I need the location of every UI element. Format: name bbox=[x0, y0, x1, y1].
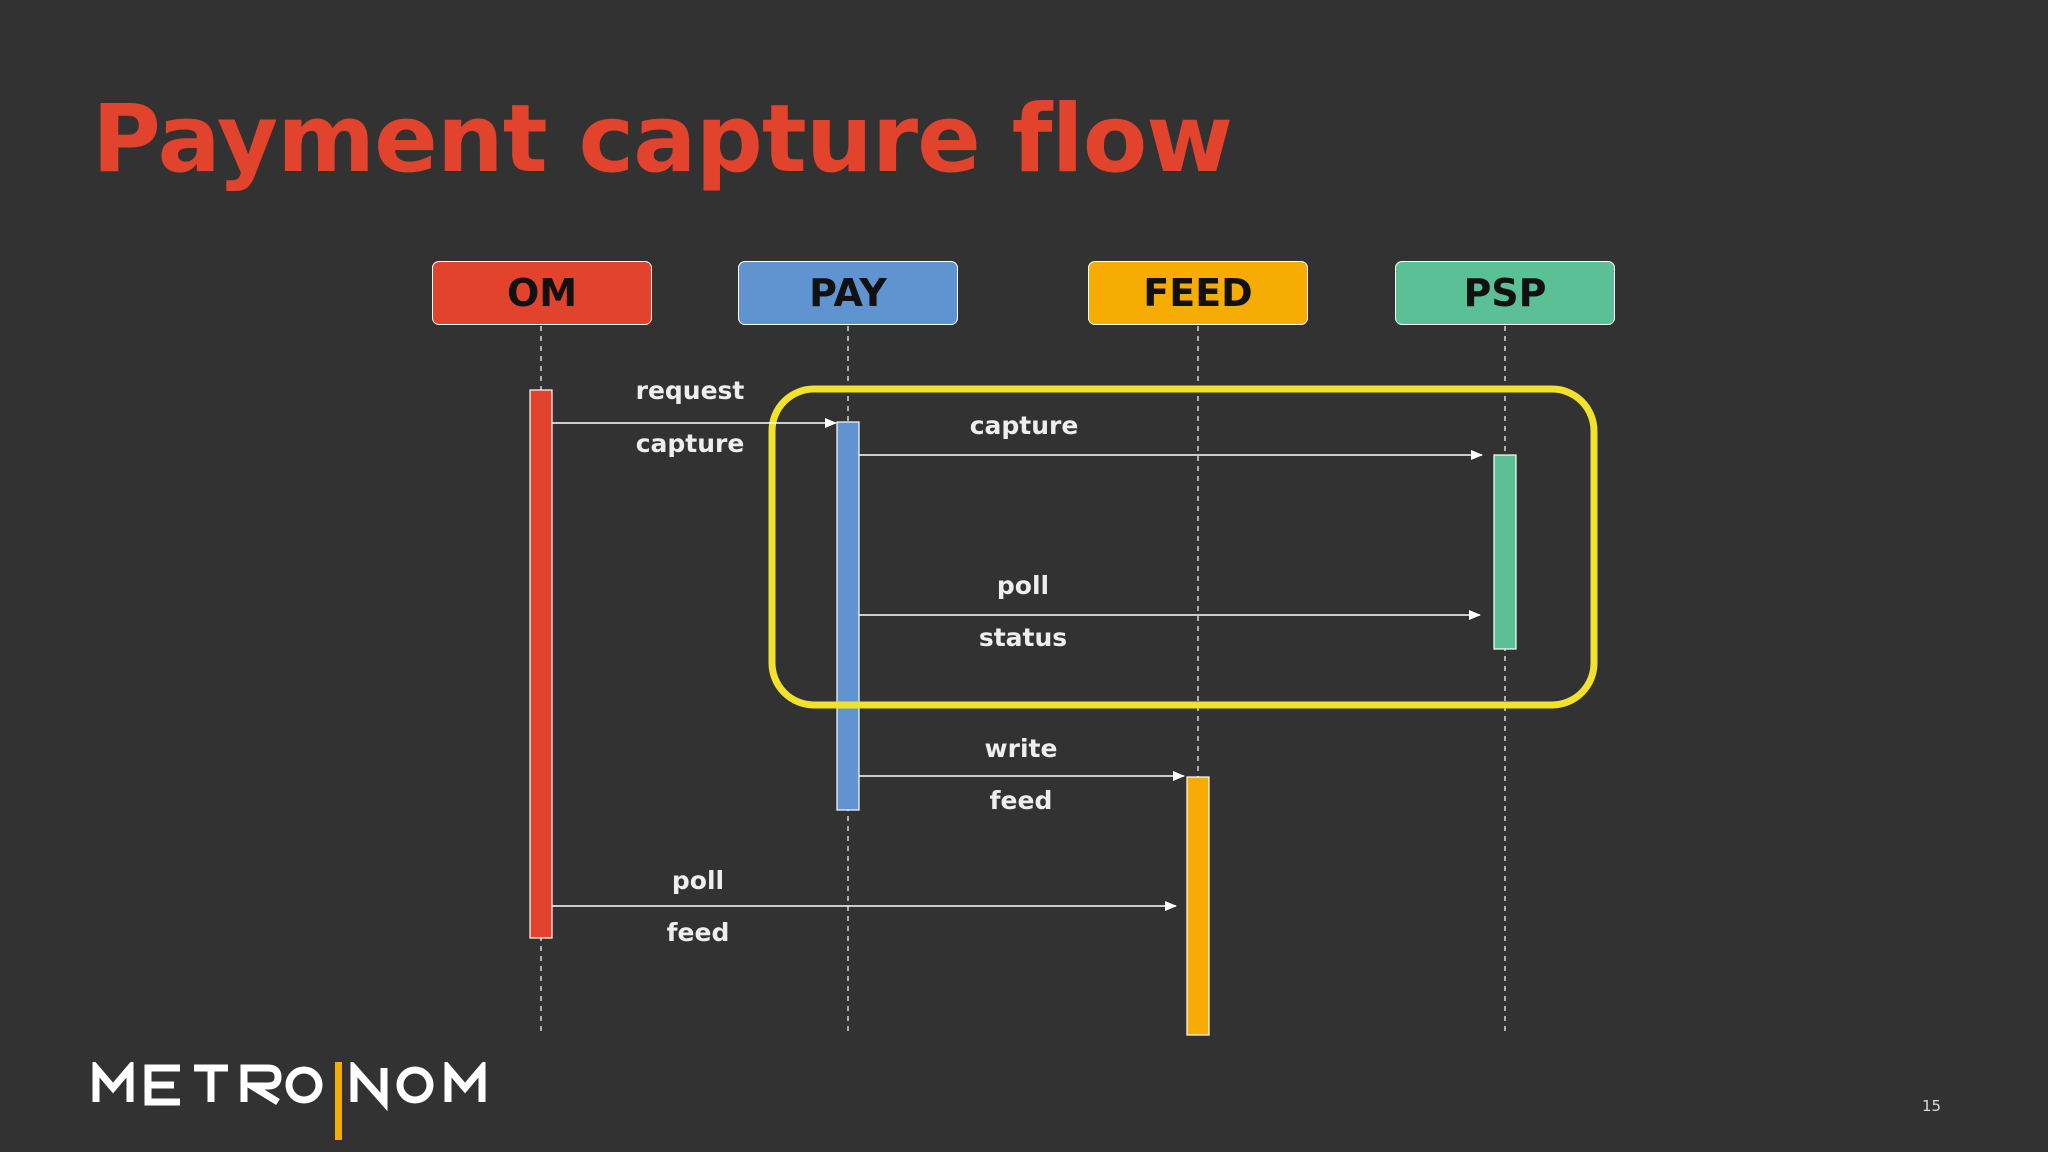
highlight-box bbox=[768, 385, 1598, 709]
activation-pay bbox=[836, 421, 860, 811]
activation-feed bbox=[1186, 776, 1210, 1036]
actor-feed: FEED bbox=[1088, 261, 1308, 325]
message-label: write bbox=[984, 734, 1058, 763]
message-label: capture bbox=[635, 429, 745, 458]
message-label: poll bbox=[996, 571, 1050, 600]
message-label: feed bbox=[666, 918, 730, 947]
message-label: status bbox=[978, 623, 1068, 652]
message-label: request bbox=[635, 376, 745, 405]
message-label: poll bbox=[671, 866, 725, 895]
slide-title: Payment capture flow bbox=[92, 85, 1233, 194]
activation-om bbox=[529, 389, 553, 939]
message-label: capture bbox=[969, 411, 1079, 440]
activation-psp bbox=[1493, 454, 1517, 650]
actor-pay: PAY bbox=[738, 261, 958, 325]
message-label: feed bbox=[989, 786, 1053, 815]
actor-om: OM bbox=[432, 261, 652, 325]
actor-psp: PSP bbox=[1395, 261, 1615, 325]
page-number: 15 bbox=[1922, 1097, 1942, 1115]
logo-bar bbox=[335, 1062, 342, 1140]
metronom-logo bbox=[92, 1062, 486, 1140]
